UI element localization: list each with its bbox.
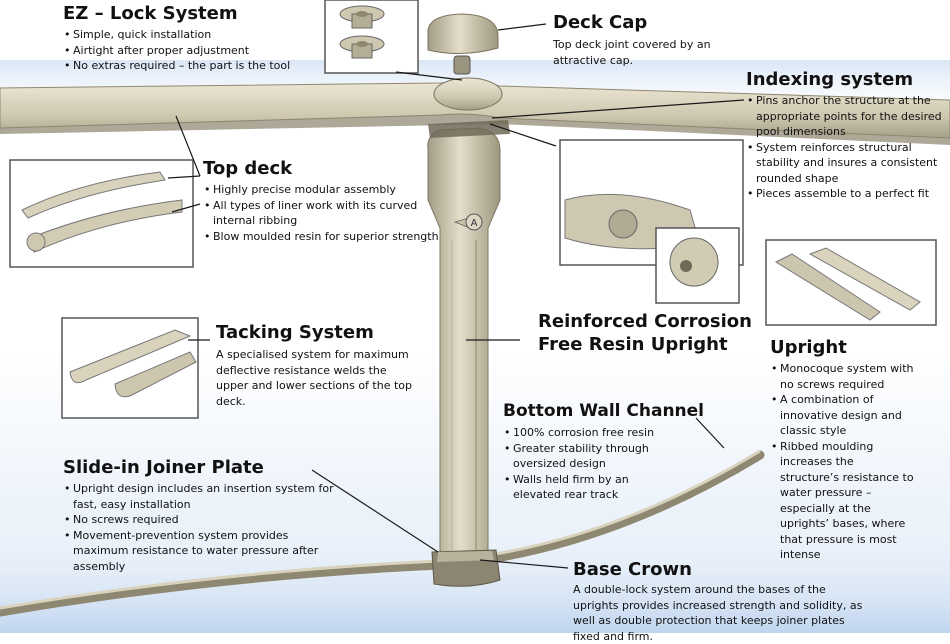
bottom-channel-bullet: Walls held firm by an elevated rear trac… <box>503 472 663 503</box>
top-deck-bullet: Highly precise modular assembly <box>203 182 443 198</box>
indexing-plate <box>428 120 510 138</box>
bottom-channel-title: Bottom Wall Channel <box>503 401 705 421</box>
ez-lock-callout: EZ – Lock System Simple, quick installat… <box>63 3 328 74</box>
upright-resin-title-line1: Reinforced Corrosion <box>538 311 752 332</box>
bottom-channel-bullet: Greater stability through oversized desi… <box>503 441 663 472</box>
upright-bullet: A combination of innovative design and c… <box>770 392 915 439</box>
upright-inset <box>765 239 937 326</box>
deck-cap-title: Deck Cap <box>553 12 648 33</box>
indexing-bullet: Pieces assemble to a perfect fit <box>746 186 946 202</box>
top-deck-piece-end <box>26 232 46 252</box>
deck-cap-callout: Deck Cap Top deck joint covered by an at… <box>553 12 723 68</box>
base-crown-detail-hole <box>680 260 692 272</box>
upright-bullet: Ribbed moulding increases the structure’… <box>770 439 915 563</box>
bottom-channel-callout: Bottom Wall Channel 100% corrosion free … <box>503 401 705 503</box>
base-crown-detail-disc <box>669 237 719 287</box>
tacking-profile-2 <box>114 351 197 398</box>
indexing-title: Indexing system <box>746 69 914 90</box>
top-deck-piece-upper <box>21 171 166 219</box>
ez-lock-title: EZ – Lock System <box>63 3 238 24</box>
deck-cap-desc: Top deck joint covered by an attractive … <box>553 38 711 67</box>
tacking-title: Tacking System <box>216 322 374 343</box>
ez-lock-bullet: Airtight after proper adjustment <box>63 43 328 59</box>
upright-title: Upright <box>770 337 847 358</box>
base-crown-callout: Base Crown A double-lock system around t… <box>573 559 873 644</box>
top-deck-rail-shadow <box>0 114 950 145</box>
deck-cap-pin <box>453 55 471 75</box>
joiner-title: Slide-in Joiner Plate <box>63 457 264 478</box>
base-crown-title: Base Crown <box>573 559 692 580</box>
indexing-bullet: System reinforces structural stability a… <box>746 140 946 187</box>
upright-resin-callout: Reinforced Corrosion Free Resin Upright <box>538 311 768 355</box>
top-deck-title: Top deck <box>203 158 293 179</box>
top-deck-callout: Top deck Highly precise modular assembly… <box>203 158 443 244</box>
joiner-bullet: No screws required <box>63 512 343 528</box>
upright-resin-title-line2: Free Resin Upright <box>538 334 728 355</box>
joiner-bullet: Upright design includes an insertion sys… <box>63 481 343 512</box>
upright-callout: Upright Monocoque system with no screws … <box>770 337 915 563</box>
joiner-bullet: Movement-prevention system provides maxi… <box>63 528 343 575</box>
deck-cap <box>427 13 499 55</box>
tacking-desc: A specialised system for maximum deflect… <box>216 348 413 408</box>
bottom-wall-channel-highlight <box>0 449 761 610</box>
upright-logo-letter: A <box>471 218 478 229</box>
tacking-callout: Tacking System A specialised system for … <box>216 322 416 409</box>
top-deck-bullet: Blow moulded resin for superior strength <box>203 229 443 245</box>
base-crown-rim <box>437 551 494 562</box>
deck-joint <box>433 77 503 111</box>
tacking-profile-1 <box>69 329 192 384</box>
leader-lines <box>167 23 745 569</box>
indexing-bullet: Pins anchor the structure at the appropr… <box>746 93 946 140</box>
bottom-channel-bullet: 100% corrosion free resin <box>503 425 663 441</box>
top-deck-bullet: All types of liner work with its curved … <box>203 198 443 229</box>
ez-lock-bullet: No extras required – the part is the too… <box>63 58 328 74</box>
ez-lock-cap-top <box>339 5 385 29</box>
bottom-wall-channel <box>0 450 765 617</box>
indexing-callout: Indexing system Pins anchor the structur… <box>746 69 946 202</box>
ez-lock-bullet: Simple, quick installation <box>63 27 328 43</box>
base-crown-desc: A double-lock system around the bases of… <box>573 583 863 643</box>
joiner-callout: Slide-in Joiner Plate Upright design inc… <box>63 457 343 574</box>
top-deck-piece-lower <box>29 199 183 253</box>
upright-logo: A <box>453 213 483 231</box>
upright-smooth-piece <box>808 247 921 311</box>
ez-lock-cap-bottom <box>339 35 385 59</box>
upright-ribbed-piece <box>774 253 881 321</box>
upright-bullet: Monocoque system with no screws required <box>770 361 915 392</box>
indexing-disc <box>608 209 638 239</box>
